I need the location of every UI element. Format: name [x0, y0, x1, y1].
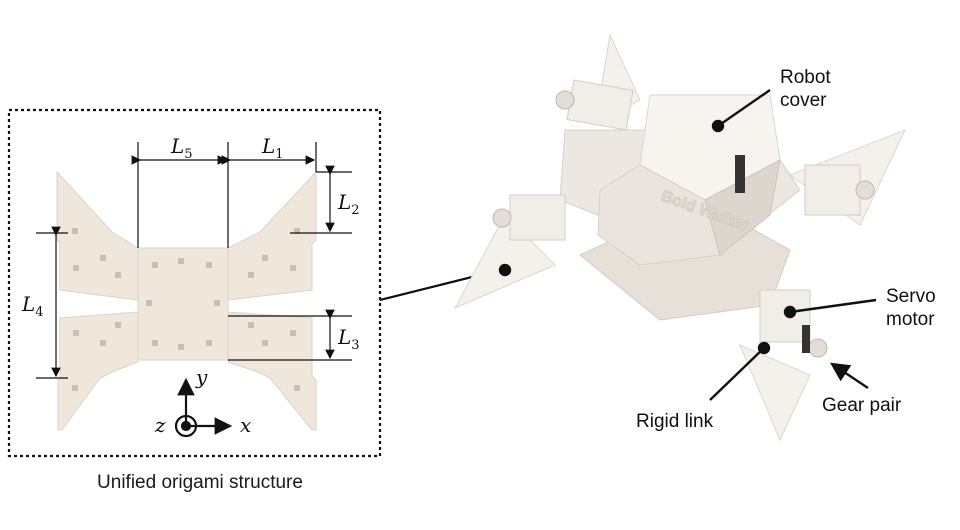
axis-label-z: z [155, 413, 166, 437]
origami-wing-lower-right [227, 311, 317, 431]
gear-pair-arrow [830, 362, 869, 389]
origami-wing-upper-left [56, 170, 139, 301]
dimension-label-l3: L3 [338, 325, 360, 353]
callout-servo-motor: Servo motor [886, 285, 936, 331]
callout-rigid-link: Rigid link [636, 411, 714, 432]
gear-lower-left [492, 208, 512, 228]
callout-servo-motor-line2: motor [886, 309, 935, 330]
figure-caption: Unified origami structure [97, 472, 303, 493]
coordinate-axes [174, 377, 233, 438]
gear-upper-right [855, 180, 875, 200]
robot-render: Bold Walker [453, 33, 906, 442]
dimension-label-l1: L1 [262, 134, 284, 162]
gear-lower-right [808, 338, 828, 358]
robot-flap-lower-right [739, 344, 811, 442]
z-axis-symbol [174, 414, 198, 438]
servo-block-upper-right [804, 164, 861, 216]
structure-frame [7, 108, 382, 458]
dimension-label-l5: L5 [171, 134, 193, 162]
callout-robot-cover-line2: cover [780, 90, 827, 111]
dimension-lines [36, 142, 352, 379]
origami-wing-lower-left [57, 311, 139, 431]
servo-block-lower-right [759, 289, 811, 343]
callout-robot-cover-line1: Robot [780, 67, 831, 88]
origami-pegs [72, 228, 300, 391]
robot-cover-side [704, 159, 781, 256]
callout-gear-pair: Gear pair [822, 395, 902, 416]
servo-block-lower-left [509, 194, 566, 241]
callout-robot-cover: Robot cover [780, 66, 831, 112]
gear-pair-shaft [802, 325, 810, 353]
gear-upper-left [555, 90, 575, 110]
dimension-label-l4: L4 [22, 292, 44, 320]
callout-leaders [498, 89, 877, 401]
axis-label-x: x [240, 413, 252, 437]
axis-label-y: y [196, 365, 208, 389]
callout-servo-motor-line1: Servo [886, 286, 936, 307]
origami-wing-upper-right [227, 170, 317, 301]
dimension-label-l2: L2 [338, 190, 360, 218]
